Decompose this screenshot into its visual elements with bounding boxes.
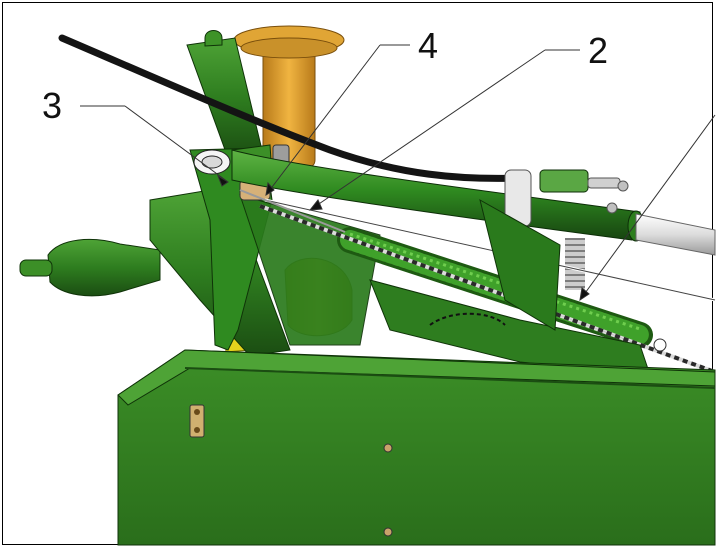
driveshaft: [233, 25, 345, 169]
callout-4: 4: [418, 25, 439, 66]
cutter-deck: [117, 349, 716, 546]
callout-3: 3: [42, 85, 63, 126]
cables: [239, 189, 716, 374]
leader-lines: [80, 44, 716, 302]
hydraulic-cylinder: [231, 149, 716, 256]
hydraulic-hose: [58, 34, 524, 182]
callout-2: 2: [588, 30, 609, 71]
